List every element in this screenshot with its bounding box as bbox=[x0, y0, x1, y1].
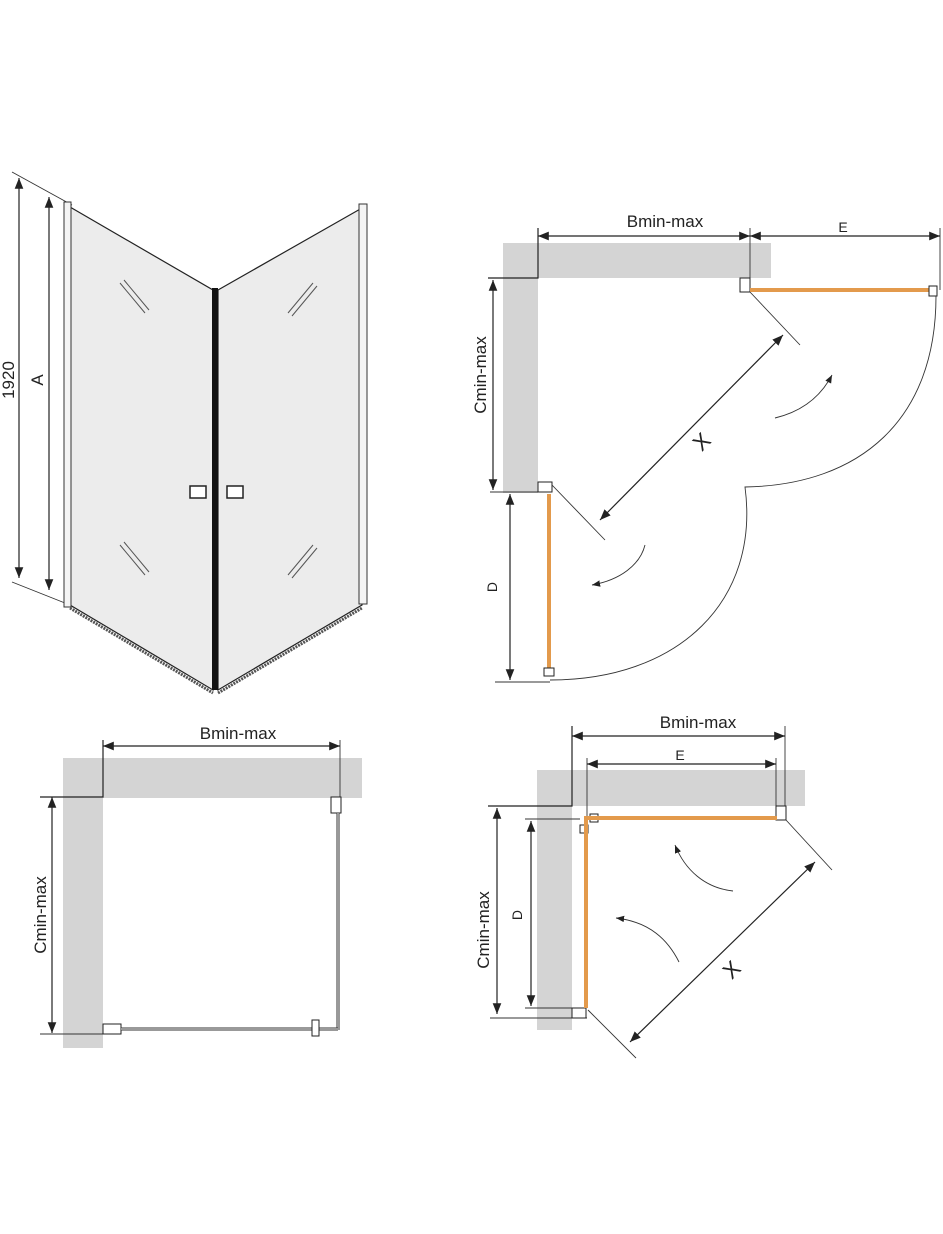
back-wall bbox=[63, 758, 362, 798]
c-label: Cmin-max bbox=[31, 876, 50, 954]
side-wall bbox=[537, 770, 572, 1030]
b-label: Bmin-max bbox=[660, 713, 737, 732]
plan-corner-doors: Bmin-max E Cmin-max D X bbox=[474, 713, 833, 1059]
a-label: A bbox=[28, 374, 47, 386]
center-door-seal bbox=[212, 288, 218, 690]
d-label: D bbox=[484, 582, 500, 592]
c-label: Cmin-max bbox=[471, 336, 490, 414]
swing-arc bbox=[549, 295, 937, 681]
right-glass-panel bbox=[217, 206, 363, 692]
left-wall-profile bbox=[63, 201, 72, 608]
e-label: E bbox=[838, 219, 847, 235]
c-label: Cmin-max bbox=[474, 891, 493, 969]
back-wall bbox=[537, 770, 805, 806]
x-label: X bbox=[688, 427, 716, 455]
b-label: Bmin-max bbox=[200, 724, 277, 743]
back-wall bbox=[503, 243, 771, 278]
right-wall-profile bbox=[358, 203, 368, 605]
b-label: Bmin-max bbox=[627, 212, 704, 231]
door-handle-right[interactable] bbox=[226, 485, 244, 499]
x-label: X bbox=[718, 955, 746, 983]
side-wall bbox=[63, 758, 103, 1048]
plan-fixed-panels: Bmin-max Cmin-max bbox=[31, 724, 362, 1048]
d-label: D bbox=[509, 910, 525, 920]
plan-swing-doors: Bmin-max E Cmin-max D X bbox=[471, 212, 941, 683]
side-wall bbox=[503, 243, 538, 493]
glass-doors bbox=[584, 816, 777, 1008]
left-glass-panel bbox=[69, 205, 214, 692]
isometric-view: 1920 A bbox=[0, 171, 368, 695]
glass-reflection-marks bbox=[119, 279, 318, 579]
door-handle-left[interactable] bbox=[189, 485, 207, 499]
e-label: E bbox=[675, 747, 684, 763]
height-label: 1920 bbox=[0, 361, 18, 399]
